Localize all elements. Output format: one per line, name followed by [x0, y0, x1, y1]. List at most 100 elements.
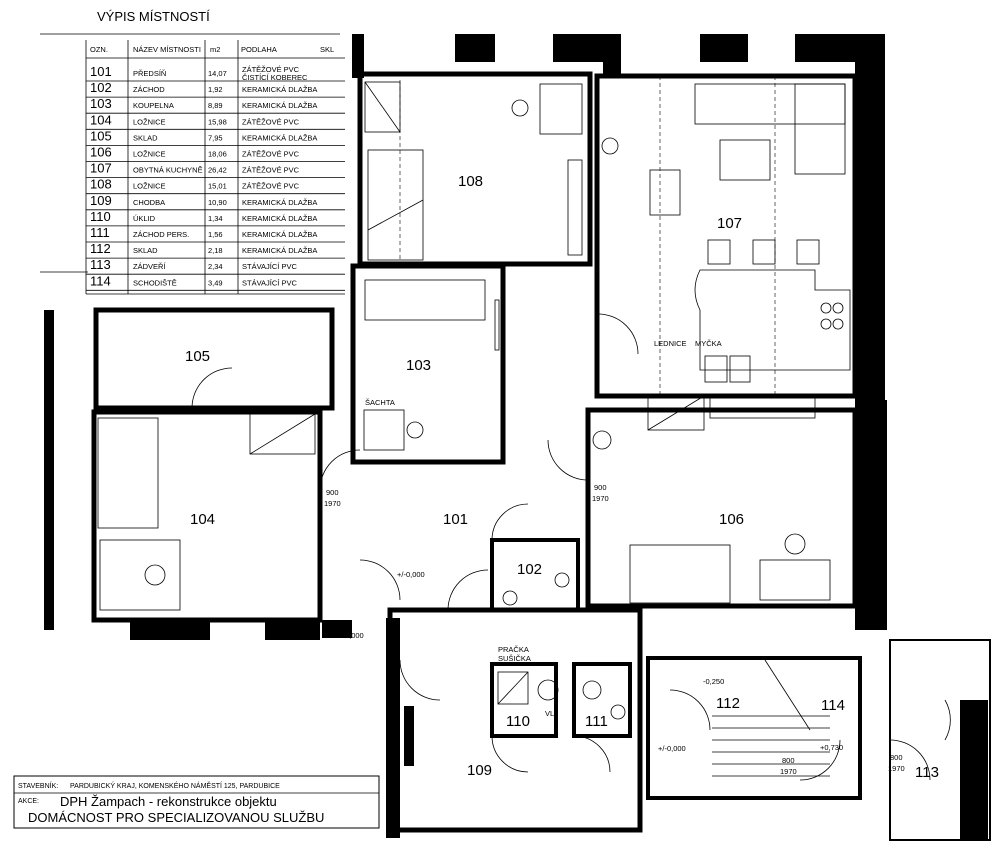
schedule-cell-area: 8,89 — [208, 101, 223, 110]
schedule-cell-floor: KERAMICKÁ DLAŽBA — [242, 101, 317, 110]
schedule-cell-area: 1,34 — [208, 214, 223, 223]
label-susicka: SUŠIČKA — [498, 654, 531, 663]
schedule-cell-area: 15,98 — [208, 117, 227, 126]
dim-door-1970: 1970 — [592, 494, 609, 503]
schedule-cell-floor: ZÁTĚŽOVÉ PVC — [242, 182, 300, 191]
schedule-cell-area: 15,01 — [208, 182, 227, 191]
schedule-cell-area: 3,49 — [208, 278, 223, 287]
level-p073: +0,730 — [820, 743, 843, 752]
schedule-row: 103 KOUPELNA 8,89 KERAMICKÁ DLAŽBA — [86, 96, 345, 114]
schedule-cell-floor: ZÁTĚŽOVÉ PVC — [242, 166, 300, 175]
schedule-header-cell: SKL — [320, 45, 334, 54]
furniture — [97, 81, 851, 777]
schedule-cell-name: ÚKLID — [133, 214, 156, 223]
schedule-header-cell: NÁZEV MÍSTNOSTI — [133, 45, 201, 54]
dim-door-800: 800 — [890, 753, 903, 762]
schedule-cell-floor: STÁVAJÍCÍ PVC — [242, 278, 297, 287]
schedule-cell-floor: STÁVAJÍCÍ PVC — [242, 262, 297, 271]
title-block: STAVEBNÍK: PARDUBICKÝ KRAJ, KOMENSKÉHO N… — [13, 775, 380, 829]
schedule-cell-code: 105 — [90, 128, 112, 143]
schedule-cell-area: 2,34 — [208, 262, 223, 271]
room-113: 113 — [915, 764, 939, 781]
schedule-cell-name: SCHODIŠTĚ — [133, 278, 177, 287]
schedule-cell-code: 104 — [90, 112, 112, 127]
door-swings — [191, 313, 951, 781]
schedule-cell-area: 1,56 — [208, 230, 223, 239]
room-107: 107 — [717, 215, 742, 232]
staircase-lines — [712, 659, 830, 777]
akce-line1: DPH Žampach - rekonstrukce objektu — [60, 794, 277, 809]
schedule-cell-name: ZÁCHOD PERS. — [133, 230, 189, 239]
schedule-cell-name: ZÁDVEŘÍ — [133, 262, 166, 271]
room-104: 104 — [190, 511, 215, 528]
schedule-row: 114 SCHODIŠTĚ 3,49 STÁVAJÍCÍ PVC — [86, 273, 345, 291]
room-108: 108 — [458, 173, 483, 190]
schedule-cell-name: CHODBA — [133, 198, 165, 207]
stavebnik-value: PARDUBICKÝ KRAJ, KOMENSKÉHO NÁMĚSTÍ 125,… — [70, 781, 280, 790]
stavebnik-label: STAVEBNÍK: — [18, 781, 58, 790]
schedule-cell-area: 2,18 — [208, 246, 223, 255]
schedule-cell-code: 111 — [90, 225, 110, 240]
walls — [44, 34, 991, 841]
label-vl: VL — [545, 709, 554, 718]
schedule-cell-floor: ZÁTĚŽOVÉ PVC — [242, 117, 300, 126]
schedule-cell-code: 103 — [90, 96, 112, 111]
schedule-cell-code: 110 — [90, 209, 111, 224]
schedule-row: 109 CHODBA 10,90 KERAMICKÁ DLAŽBA — [86, 193, 345, 211]
room-114: 114 — [821, 697, 845, 714]
schedule-cell-code: 108 — [90, 177, 112, 192]
schedule-cell-name: SKLAD — [133, 246, 158, 255]
dim-door-900: 900 — [594, 483, 607, 492]
label-pracka: PRAČKA — [498, 645, 529, 654]
schedule-cell-name: ZÁCHOD — [133, 85, 165, 94]
dim-door-900: 900 — [326, 488, 339, 497]
schedule-cell-code: 107 — [90, 161, 112, 176]
akce-label: AKCE: — [18, 798, 39, 805]
schedule-cell-name: LOŽNICE — [133, 117, 166, 126]
schedule-cell-floor: KERAMICKÁ DLAŽBA — [242, 85, 317, 94]
schedule-cell-name: OBYTNÁ KUCHYNĚ — [133, 166, 203, 175]
label-mycka: MYČKA — [695, 339, 722, 348]
schedule-cell-code: 114 — [90, 273, 111, 288]
schedule-cell-floor: KERAMICKÁ DLAŽBA — [242, 246, 317, 255]
schedule-cell-name: KOUPELNA — [133, 101, 174, 110]
dim-door-1970: 1970 — [324, 499, 341, 508]
schedule-cell-floor: KERAMICKÁ DLAŽBA — [242, 198, 317, 207]
akce-line2: DOMÁCNOST PRO SPECIALIZOVANOU SLUŽBU — [28, 810, 324, 825]
room-101: 101 — [443, 511, 468, 528]
schedule-cell-area: 26,42 — [208, 166, 227, 175]
schedule-header-cell: PODLAHA — [241, 45, 277, 54]
level-0: +/-0,000 — [658, 744, 686, 753]
dim-door-1970: 1970 — [888, 764, 905, 773]
schedule-cell-code: 109 — [90, 193, 112, 208]
schedule-cell-name: LOŽNICE — [133, 182, 166, 191]
schedule-cell-area: 7,95 — [208, 133, 223, 142]
schedule-cell-floor: KERAMICKÁ DLAŽBA — [242, 214, 317, 223]
schedule-title: VÝPIS MÍSTNOSTÍ — [97, 9, 210, 24]
room-110: 110 — [506, 713, 530, 730]
room-109: 109 — [467, 762, 492, 779]
dim-door-800: 800 — [782, 756, 795, 765]
schedule-cell-name: SKLAD — [133, 133, 158, 142]
level-0: +/-0,000 — [336, 631, 364, 640]
room-111: 111 — [585, 713, 608, 730]
schedule-cell-floor: ZÁTĚŽOVÉ PVC — [242, 150, 300, 159]
schedule-cell-code: 106 — [90, 145, 112, 160]
dim-door-1970: 1970 — [780, 767, 797, 776]
room-102: 102 — [517, 561, 542, 578]
room-103: 103 — [406, 357, 431, 374]
schedule-cell-code: 101 — [90, 64, 112, 79]
schedule-row: 107 OBYTNÁ KUCHYNĚ 26,42 ZÁTĚŽOVÉ PVC — [86, 161, 345, 179]
room-106: 106 — [719, 511, 744, 528]
schedule-cell-name: PŘEDSÍŇ — [133, 69, 166, 78]
schedule-cell-code: 113 — [90, 257, 111, 272]
room-105: 105 — [185, 348, 210, 365]
schedule-cell-area: 10,90 — [208, 198, 227, 207]
